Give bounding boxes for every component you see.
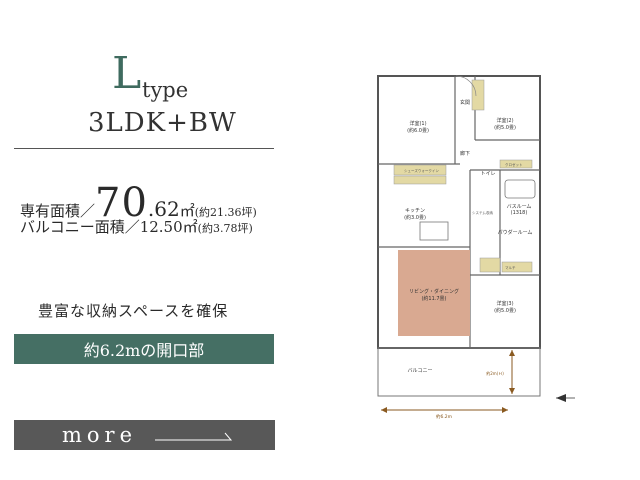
room-western-3-size: (約5.0畳) — [494, 307, 516, 314]
dimension-arrow-left-icon — [381, 407, 387, 413]
more-label: more — [62, 423, 138, 447]
storage-strip — [393, 164, 447, 176]
room-living-size: (約11.7畳) — [421, 295, 446, 302]
storage-strip — [479, 257, 501, 273]
living-dining-area — [398, 250, 470, 336]
room-kitchen-size: (約3.0畳) — [404, 214, 426, 221]
storage-strip — [471, 79, 485, 111]
room-balcony: バルコニー — [408, 368, 433, 374]
exclusive-area-label: 専有面積／ — [20, 202, 96, 220]
storage-system: システム収納 — [472, 210, 493, 215]
storage-strip — [499, 159, 533, 169]
room-bathroom-size: (1318) — [511, 210, 528, 216]
storage-strip — [393, 175, 447, 185]
exclusive-area: 専有面積／70.62㎡(約21.36坪) — [20, 180, 257, 226]
storage-shoes-wic: シューズウォークイン — [404, 168, 439, 173]
balcony-area-label: バルコニー面積／ — [20, 218, 140, 236]
door-arc — [455, 75, 477, 97]
bathtub-shape — [504, 179, 536, 199]
exclusive-area-decimal: .62 — [147, 197, 180, 221]
room-living: リビング・ダイニング — [409, 288, 459, 295]
room-western-2-size: (約5.0畳) — [494, 124, 516, 131]
opening-height-label: 約2m(Ｈ) — [486, 370, 504, 376]
storage-copy: 豊富な収納スペースを確保 — [38, 302, 229, 320]
layout-code: 3LDK+BW — [88, 108, 237, 138]
storage-closet: クロゼット — [505, 162, 523, 167]
room-corridor: 廊下 — [460, 150, 470, 157]
exclusive-area-tsubo: (約21.36坪) — [194, 206, 257, 219]
room-western-1-size: (約6.0畳) — [407, 127, 429, 134]
room-powder: パウダールーム — [498, 229, 533, 236]
storage-strip — [501, 261, 533, 273]
storage-multi-closet: マルチ — [505, 265, 516, 270]
balcony-area: バルコニー面積／12.50㎡(約3.78坪) — [20, 216, 253, 237]
dimension-arrow-right-icon — [502, 407, 508, 413]
opening-width-label: 約6.2m — [436, 413, 452, 420]
arrow-right-icon — [155, 432, 233, 441]
exclusive-area-integer: 70 — [95, 180, 148, 226]
room-toilet: トイレ — [480, 171, 495, 177]
type-letter: L — [112, 48, 142, 99]
room-western-2: 洋室(2) — [496, 117, 513, 124]
room-bathroom: バスルーム — [507, 204, 532, 210]
floor-plan: 洋室(1) (約6.0畳) 洋室(2) (約5.0畳) 洋室(3) (約5.0畳… — [377, 75, 575, 420]
more-button[interactable]: more — [14, 420, 275, 450]
room-western-3: 洋室(3) — [496, 300, 513, 307]
dimension-arrow-down-icon — [509, 388, 515, 394]
room-kitchen: キッチン — [405, 208, 425, 214]
dimension-arrow-up-icon — [509, 350, 515, 356]
opening-band-label: 約6.2mの開口部 — [83, 341, 205, 360]
balcony-area-tsubo: (約3.78坪) — [197, 222, 253, 235]
kitchen-counter — [419, 221, 449, 241]
type-word: type — [142, 78, 189, 102]
heading-divider — [14, 148, 274, 149]
balcony-area-value: 12.50㎡ — [139, 218, 198, 236]
balcony-outline — [377, 347, 541, 397]
room-western-1: 洋室(1) — [409, 120, 426, 127]
room-entrance: 玄関 — [460, 99, 470, 106]
exclusive-area-unit: ㎡ — [179, 202, 195, 220]
north-arrow-icon — [556, 394, 575, 402]
opening-band: 約6.2mの開口部 — [14, 334, 274, 364]
